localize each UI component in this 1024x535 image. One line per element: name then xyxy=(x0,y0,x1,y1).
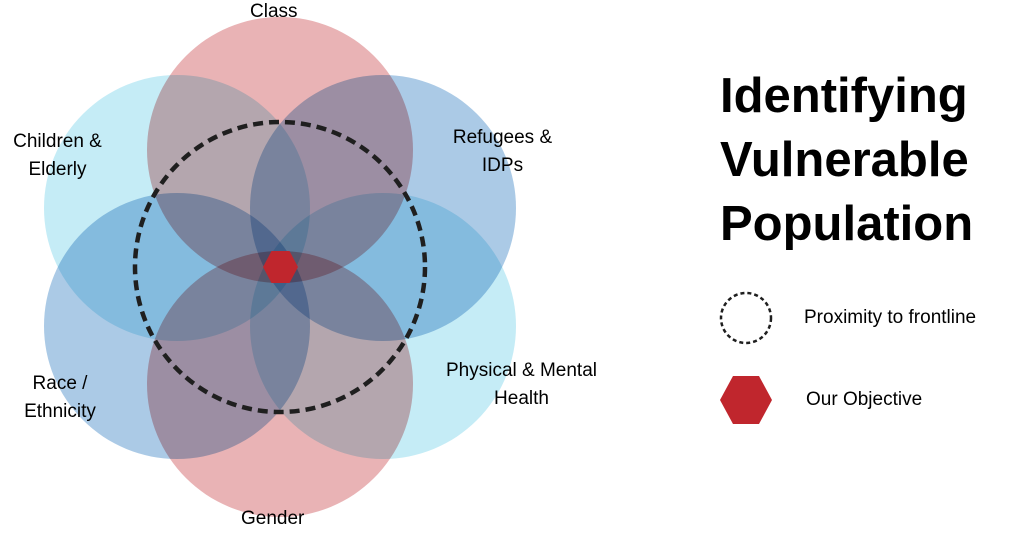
title-line3: Population xyxy=(720,197,974,251)
circle-class xyxy=(147,17,413,283)
title-line2: Vulnerable xyxy=(720,133,969,187)
legend-item-proximity: Proximity to frontline xyxy=(718,290,976,346)
label-race-ethnicity: Race / Ethnicity xyxy=(5,370,115,426)
label-children-line2: Elderly xyxy=(28,159,87,180)
label-physical-line1: Physical & Mental xyxy=(445,360,597,381)
legend-item-objective: Our Objective xyxy=(718,374,922,426)
label-children-elderly: Children & Elderly xyxy=(0,128,115,184)
label-gender: Gender xyxy=(241,508,305,529)
label-refugees-line2: IDPs xyxy=(481,155,524,176)
vulnerability-venn-diagram xyxy=(44,17,516,517)
dashed-circle-icon xyxy=(719,291,773,345)
legend-label-proximity: Proximity to frontline xyxy=(804,307,977,328)
page-title: Identifying Vulnerable Population xyxy=(720,64,973,256)
label-physical-line2: Health xyxy=(494,388,549,409)
title-line1: Identifying xyxy=(720,69,968,123)
circle-gender xyxy=(147,251,413,517)
label-physical-mental-health: Physical & Mental Health xyxy=(424,357,619,413)
label-children-line1: Children & xyxy=(13,131,102,152)
red-hexagon-icon xyxy=(720,376,772,424)
legend-label-objective: Our Objective xyxy=(806,389,923,410)
label-refugees-line1: Refugees & xyxy=(452,127,553,148)
label-race-line2: Ethnicity xyxy=(24,401,96,422)
label-refugees-idps: Refugees & IDPs xyxy=(440,124,565,180)
objective-hexagon xyxy=(263,251,298,283)
label-class: Class xyxy=(250,1,298,22)
proximity-dashed-circle xyxy=(132,119,428,415)
label-race-line1: Race / xyxy=(32,373,88,394)
